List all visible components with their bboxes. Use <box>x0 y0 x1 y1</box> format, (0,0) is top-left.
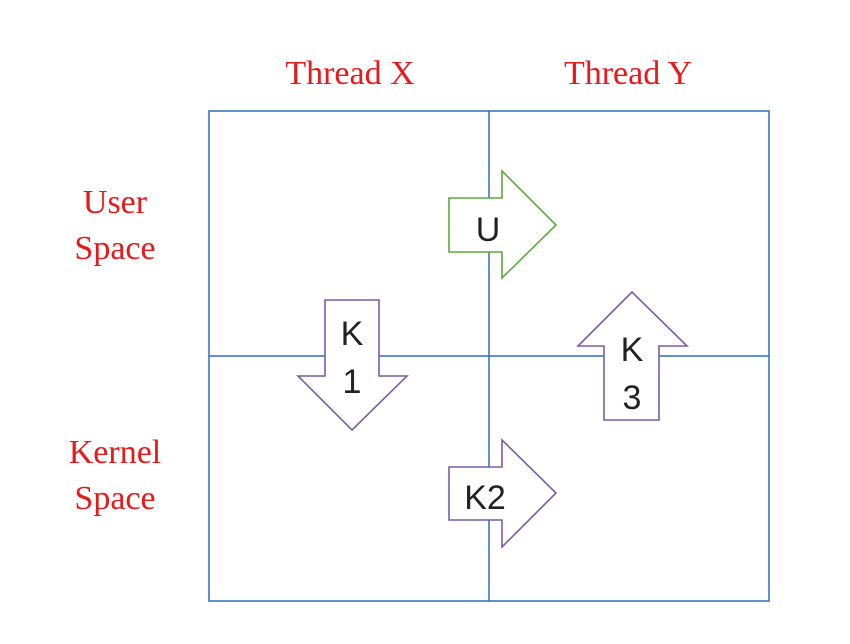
row-label-kernel-space: Kernel Space <box>40 430 190 522</box>
arrow-u-shape <box>448 169 558 280</box>
arrow-k1: K 1 <box>296 299 409 432</box>
arrow-k1-label-line2: 1 <box>343 363 362 401</box>
arrow-k3-label-line2: 3 <box>623 379 642 417</box>
column-label-thread-y: Thread Y <box>563 55 693 92</box>
arrow-k1-label-line1: K <box>341 315 364 353</box>
arrow-u: U <box>448 169 558 280</box>
arrow-k2: K2 <box>448 438 558 549</box>
arrow-k1-shape <box>296 299 409 432</box>
arrow-k3-label-line1: K <box>621 331 644 369</box>
arrow-k2-label: K2 <box>464 479 506 517</box>
row-label-kernel-space-line2: Space <box>74 480 156 517</box>
arrow-u-label: U <box>476 211 501 249</box>
row-label-user-space-line2: Space <box>74 230 156 267</box>
arrow-k2-shape <box>448 438 558 549</box>
arrow-k3-shape <box>576 290 689 421</box>
arrow-k3: K 3 <box>576 290 689 421</box>
column-label-thread-x: Thread X <box>285 55 415 92</box>
row-label-user-space: User Space <box>40 180 190 272</box>
row-label-kernel-space-line1: Kernel <box>68 434 162 471</box>
row-label-user-space-line1: User <box>82 184 148 221</box>
